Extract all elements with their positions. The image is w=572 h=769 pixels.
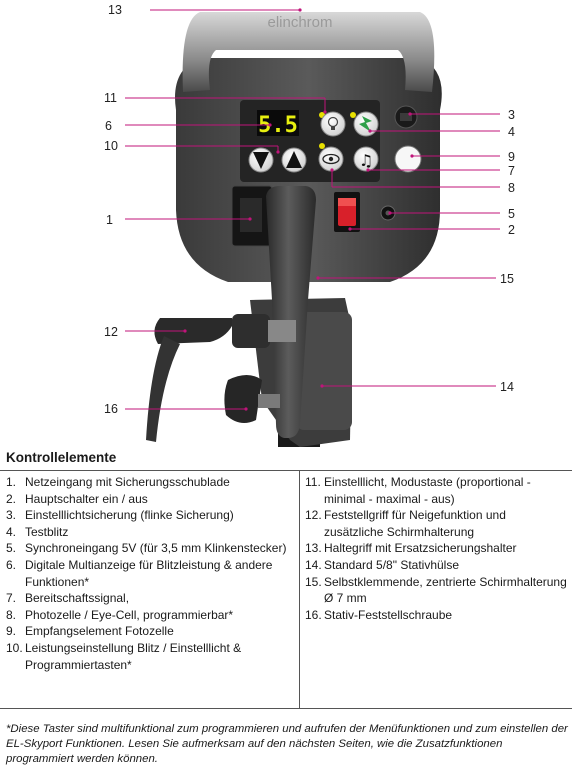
- list-item: 2.Hauptschalter ein / aus: [6, 491, 148, 506]
- carry-handle: [182, 12, 435, 92]
- arrow-up-icon: [286, 151, 302, 168]
- list-item: 5.Synchroneingang 5V (für 3,5 mm Klinken…: [6, 541, 287, 556]
- list-item: 4.Testblitz: [6, 524, 69, 539]
- power-up-button[interactable]: [281, 147, 307, 173]
- tilt-lock-lever[interactable]: [146, 314, 296, 442]
- product-diagram: elinchrom 5.5: [104, 3, 515, 447]
- callout-4: 4: [508, 125, 515, 139]
- controls-list-right: 11.Einstelllicht, Modustaste (proportion…: [305, 474, 567, 623]
- callout-10: 10: [104, 139, 118, 153]
- ready-signal-button[interactable]: ♫: [353, 146, 379, 172]
- callout-3: 3: [508, 108, 515, 122]
- list-item: 15.Selbstklemmende, zentrierte Schirmhal…: [305, 574, 567, 606]
- list-item: 9.Empfangselement Fotozelle: [6, 624, 174, 639]
- testflash-icon: [359, 116, 372, 132]
- arrow-down-icon: [253, 152, 269, 169]
- callout-7: 7: [508, 164, 515, 178]
- main-switch[interactable]: [334, 192, 360, 232]
- section-title: Kontrollelemente: [6, 450, 117, 465]
- callout-11: 11: [104, 91, 117, 105]
- music-note-icon: ♫: [359, 151, 373, 170]
- callout-9: 9: [508, 150, 515, 164]
- test-flash-button[interactable]: [350, 111, 379, 137]
- list-item: 3.Einstelllichtsicherung (flinke Sicheru…: [6, 508, 234, 523]
- callout-leaders: [125, 8, 500, 411]
- list-item: 12.Feststellgriff für Neigefunktion und …: [305, 508, 506, 539]
- stand-lock-knob[interactable]: [224, 375, 280, 424]
- callout-6: 6: [105, 119, 112, 133]
- power-down-button[interactable]: [248, 147, 274, 173]
- callout-16: 16: [104, 402, 118, 416]
- eye-cell-icon: [322, 153, 340, 165]
- list-item: 14.Standard 5/8" Stativhülse: [305, 557, 460, 572]
- callout-2: 2: [508, 223, 515, 237]
- led-display: [257, 110, 299, 136]
- lamp-fuse[interactable]: [394, 105, 418, 129]
- callout-15: 15: [500, 272, 514, 286]
- footnote: *Diese Taster sind multifunktional zum p…: [6, 723, 568, 766]
- list-item: 7.Bereitschaftssignal,: [6, 591, 130, 606]
- callout-12: 12: [104, 325, 118, 339]
- column-divider: [299, 471, 300, 708]
- umbrella-socket: [296, 312, 352, 430]
- holding-grip[interactable]: [266, 186, 316, 438]
- eye-cell-button[interactable]: [318, 143, 344, 172]
- modelling-lamp-button[interactable]: [319, 111, 346, 137]
- power-inlet[interactable]: [231, 185, 273, 247]
- list-item: 1.Netzeingang mit Sicherungsschublade: [6, 475, 230, 489]
- controls-list-left: 1.Netzeingang mit Sicherungsschublade 2.…: [6, 474, 294, 673]
- table-bottom-rule: [0, 708, 572, 709]
- list-item: 16.Stativ-Feststellschraube: [305, 607, 453, 622]
- table-top-rule: [0, 470, 572, 471]
- callout-13: 13: [108, 3, 122, 17]
- callout-5: 5: [508, 207, 515, 221]
- photocell-receiver: [394, 145, 422, 173]
- callout-14: 14: [500, 380, 514, 394]
- list-item: 13.Haltegriff mit Ersatzsicherungshalter: [305, 541, 517, 556]
- list-item: 11.Einstelllicht, Modustaste (proportion…: [305, 475, 531, 506]
- list-item: 8.Photozelle / Eye-Cell, programmierbar*: [6, 607, 234, 622]
- callout-8: 8: [508, 181, 515, 195]
- list-item: 6.Digitale Multianzeige für Blitzleistun…: [6, 557, 273, 589]
- list-item: 10.Leistungseinstellung Blitz / Einstell…: [6, 640, 242, 672]
- callout-1: 1: [106, 213, 113, 227]
- brand-logo: elinchrom: [267, 14, 332, 31]
- modelling-lamp-icon: [327, 116, 339, 130]
